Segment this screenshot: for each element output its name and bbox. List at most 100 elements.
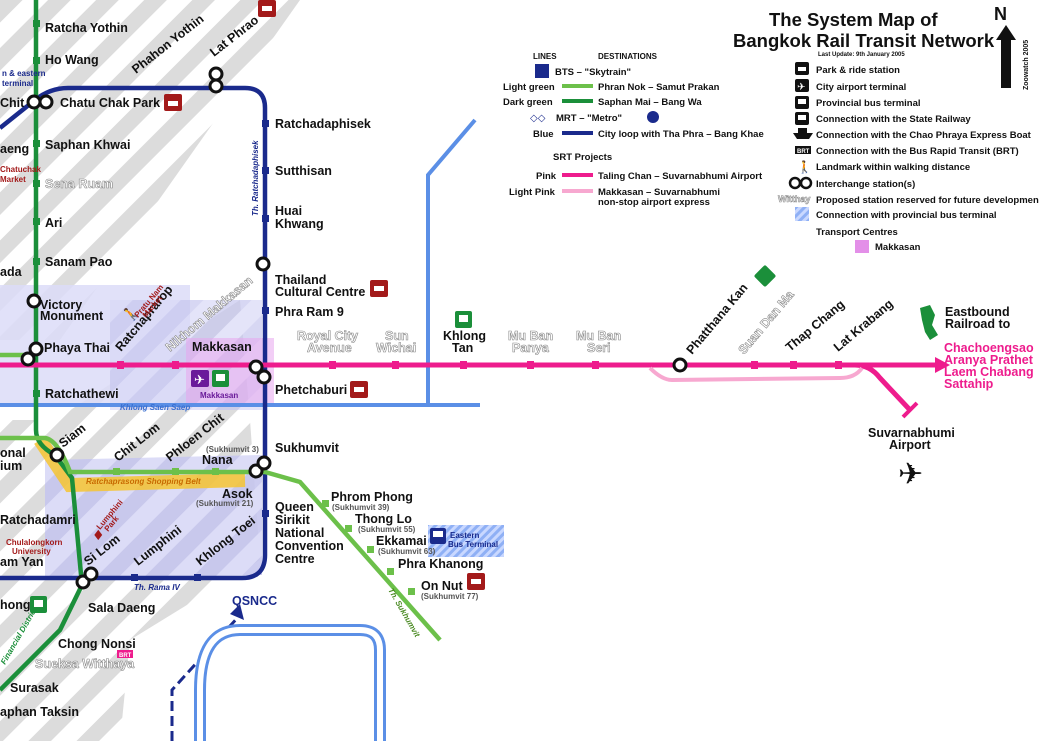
station-suvarnabhumi-2[interactable]: Airport xyxy=(889,438,932,452)
svg-text:BRT: BRT xyxy=(797,149,810,155)
road-ratchadaphisek: Th. Ratchadaphisek xyxy=(251,140,260,216)
station-sena-ruam[interactable]: Sena Ruam xyxy=(45,177,114,192)
legend-future-sample: Witthay xyxy=(778,194,810,204)
legend-dest-lightgreen: Phran Nok – Samut Prakan xyxy=(598,82,720,93)
legend-row-blue: Blue xyxy=(533,129,554,140)
left-terminal: terminal xyxy=(2,79,33,88)
station-sun-2[interactable]: Wichai xyxy=(376,341,417,356)
legend-symbol-10: Transport Centres xyxy=(816,227,898,238)
station-muban1-2[interactable]: Panya xyxy=(512,341,550,356)
airplane-icon-makkasan: ✈ xyxy=(191,370,209,388)
station-victory-2[interactable]: Monument xyxy=(40,309,104,323)
legend-icon-boat xyxy=(793,128,813,139)
station-suvarnabhumi-1[interactable]: Suvarnabhumi xyxy=(868,426,955,440)
station-queen-2[interactable]: Sirikit xyxy=(275,513,311,527)
station-chatuchak[interactable]: Chatu Chak Park xyxy=(60,96,160,110)
station-queen-4[interactable]: Convention xyxy=(275,539,344,553)
station-thong-lo[interactable]: Thong Lo xyxy=(355,512,412,526)
pink-arrow xyxy=(935,357,950,373)
bts-dark-green xyxy=(0,0,85,692)
station-ratchadaphisek[interactable]: Ratchadaphisek xyxy=(275,117,371,131)
station-ho-wang[interactable]: Ho Wang xyxy=(45,53,99,67)
station-phrom-phong[interactable]: Phrom Phong xyxy=(331,490,413,504)
station-huai-2[interactable]: Khwang xyxy=(275,217,324,231)
station-surasak[interactable]: Surasak xyxy=(10,681,59,695)
station-ratchadamri[interactable]: Ratchadamri xyxy=(0,513,76,527)
station-sala-daeng[interactable]: Sala Daeng xyxy=(88,601,155,615)
station-muban1-1[interactable]: Mu Ban xyxy=(508,329,554,344)
station-chit[interactable]: Chit xyxy=(0,96,25,110)
legend-dest-darkgreen: Saphan Mai – Bang Wa xyxy=(598,97,702,108)
station-asok[interactable]: Asok xyxy=(222,487,253,501)
station-khlong-tan-2[interactable]: Tan xyxy=(452,341,473,355)
dest-laem: Laem Chabang xyxy=(944,365,1034,379)
park-ride-icon-phetchaburi xyxy=(350,381,368,398)
station-phra-ram-9[interactable]: Phra Ram 9 xyxy=(275,305,344,319)
station-queen-3[interactable]: National xyxy=(275,526,324,540)
station-ratchathewi[interactable]: Ratchathewi xyxy=(45,387,119,401)
station-sutthisan[interactable]: Sutthisan xyxy=(275,164,332,178)
legend-symbol-5: Connection with the Bus Rapid Transit (B… xyxy=(816,146,1019,157)
station-saphan-taksin[interactable]: aphan Taksin xyxy=(0,705,79,719)
mrt-blue-loop xyxy=(0,85,268,581)
dest-aranya: Aranya Prathet xyxy=(944,353,1034,367)
label-sukhumvit3: (Sukhumvit 3) xyxy=(206,445,259,454)
station-thailand-2[interactable]: Cultural Centre xyxy=(275,285,365,299)
station-royal-2[interactable]: Avenue xyxy=(307,341,352,356)
station-muban2-1[interactable]: Mu Ban xyxy=(576,329,622,344)
label-qsncc[interactable]: QSNCC xyxy=(232,594,277,608)
left-onal: onal xyxy=(0,446,26,460)
station-queen-5[interactable]: Centre xyxy=(275,552,315,566)
legend-icon-interchange xyxy=(788,176,813,190)
legend-icon-makkasan xyxy=(855,240,869,253)
station-royal-1[interactable]: Royal City xyxy=(297,329,359,344)
station-nana[interactable]: Nana xyxy=(202,453,234,467)
blue-loop-south xyxy=(194,624,386,741)
legend-symbol-0: Park & ride station xyxy=(816,65,900,76)
legend-row-darkgreen: Dark green xyxy=(503,97,553,108)
station-queen-1[interactable]: Queen xyxy=(275,500,314,514)
station-chong-nonsi[interactable]: Chong Nonsi xyxy=(58,637,136,651)
label-chula-1: Chulalongkorn xyxy=(6,538,63,547)
airplane-icon-suvarnabhumi: ✈ xyxy=(898,457,923,492)
station-makkasan[interactable]: Makkasan xyxy=(192,340,252,354)
srt-airport-branch xyxy=(854,362,912,412)
legend-icon-airplane: ✈ xyxy=(795,79,809,93)
label-eastbound-1: Eastbound xyxy=(945,305,1010,319)
bus-icon-eastern xyxy=(428,525,504,557)
station-phaya-thai[interactable]: Phaya Thai xyxy=(44,341,110,355)
legend-dest-header: DESTINATIONS xyxy=(598,52,658,61)
legend-symbol-1: City airport terminal xyxy=(816,82,906,93)
station-muban2-2[interactable]: Seri xyxy=(587,341,611,356)
station-huai-1[interactable]: Huai xyxy=(275,204,302,218)
legend-icon-walker: 🚶 xyxy=(797,160,812,174)
legend-symbol-9: Connection with provincial bus terminal xyxy=(816,210,997,221)
svg-text:♦: ♦ xyxy=(92,528,105,544)
station-ari[interactable]: Ari xyxy=(45,216,62,230)
station-sun-1[interactable]: Sun xyxy=(385,329,409,344)
qsncc-arrow xyxy=(230,604,244,620)
qsncc-path xyxy=(170,613,242,741)
left-ium: ium xyxy=(0,459,22,473)
station-sueksa[interactable]: Sueksa Witthaya xyxy=(35,657,136,672)
station-khlong-tan-1[interactable]: Khlong xyxy=(443,329,486,343)
left-amyan: am Yan xyxy=(0,555,44,569)
station-victory-1[interactable]: Victory xyxy=(40,298,82,312)
station-phetchaburi[interactable]: Phetchaburi xyxy=(275,383,347,397)
brt-badge-label: BRT xyxy=(119,653,132,659)
map-update: Last Update: 9th January 2005 xyxy=(818,52,905,58)
station-ekkamai[interactable]: Ekkamai xyxy=(376,534,427,548)
station-phra-khanong[interactable]: Phra Khanong xyxy=(398,557,483,571)
legend-lines-header: LINES xyxy=(533,52,557,61)
legend-row-pink: Pink xyxy=(536,171,557,182)
station-ratcha-yothin[interactable]: Ratcha Yothin xyxy=(45,21,128,35)
legend-icon-provincial xyxy=(795,207,809,221)
mrt-ticks xyxy=(131,120,269,581)
station-saphan-khwai[interactable]: Saphan Khwai xyxy=(45,138,130,152)
station-sukhumvit[interactable]: Sukhumvit xyxy=(275,441,340,455)
station-sanam-pao[interactable]: Sanam Pao xyxy=(45,255,113,269)
north-label: N xyxy=(994,4,1007,24)
station-thailand-1[interactable]: Thailand xyxy=(275,273,326,287)
station-on-nut[interactable]: On Nut xyxy=(421,579,463,593)
